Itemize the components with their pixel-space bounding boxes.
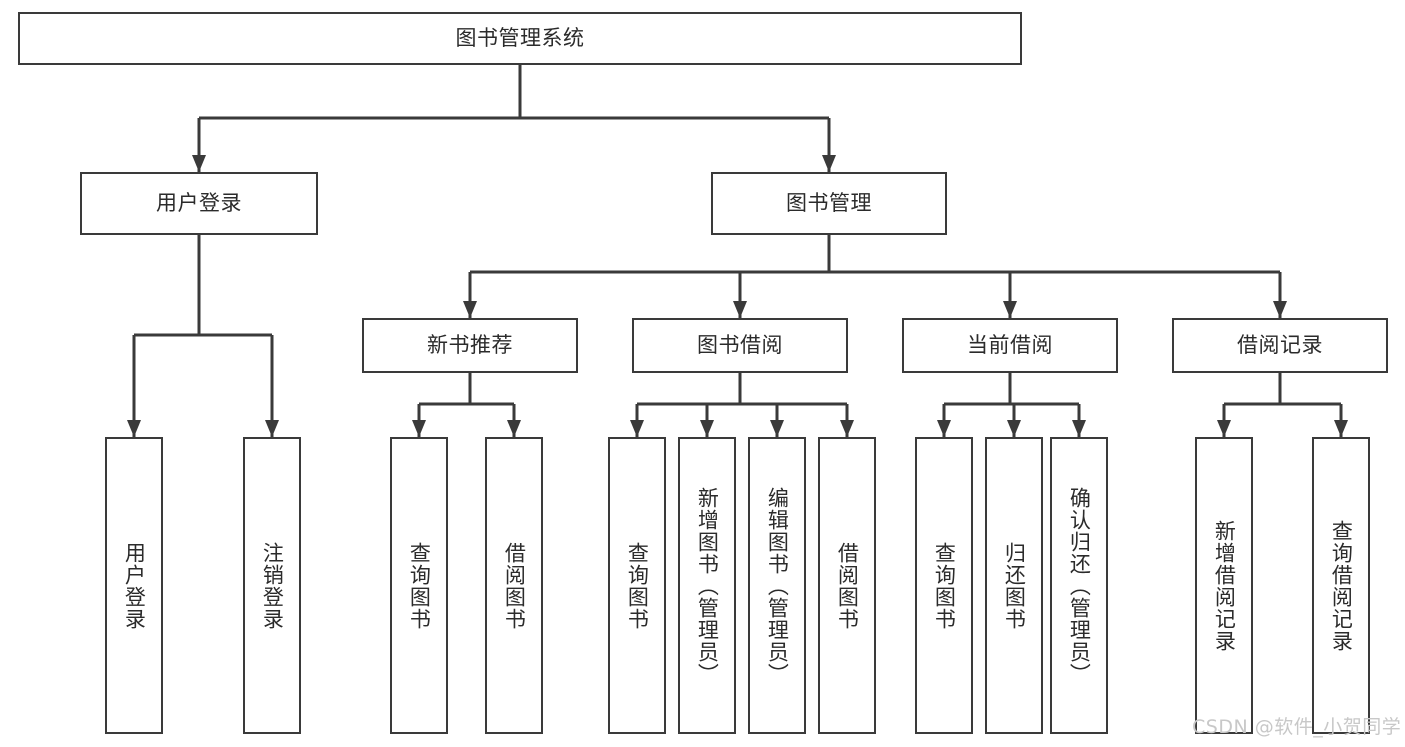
node-login[interactable]: 用户登录: [80, 172, 318, 235]
arrowhead: [937, 420, 951, 437]
arrowhead: [733, 301, 747, 318]
arrowhead: [412, 420, 426, 437]
node-b-query[interactable]: 查询图书: [608, 437, 666, 734]
node-n-query[interactable]: 查询图书: [390, 437, 448, 734]
node-r-query[interactable]: 查询借阅记录: [1312, 437, 1370, 734]
node-l-login[interactable]: 用户登录: [105, 437, 163, 734]
node-b-edit[interactable]: 编辑图书（管理员）: [748, 437, 806, 734]
arrowhead: [630, 420, 644, 437]
node-borrow[interactable]: 图书借阅: [632, 318, 848, 373]
node-l-logout[interactable]: 注销登录: [243, 437, 301, 734]
node-c-query[interactable]: 查询图书: [915, 437, 973, 734]
arrowhead: [1072, 420, 1086, 437]
node-newbook[interactable]: 新书推荐: [362, 318, 578, 373]
watermark: CSDN @软件_小贺同学: [1192, 716, 1402, 738]
arrowhead: [770, 420, 784, 437]
arrowhead: [127, 420, 141, 437]
arrowhead: [463, 301, 477, 318]
node-current[interactable]: 当前借阅: [902, 318, 1118, 373]
arrowhead: [1217, 420, 1231, 437]
arrowhead: [1003, 301, 1017, 318]
node-root[interactable]: 图书管理系统: [18, 12, 1022, 65]
arrowhead: [840, 420, 854, 437]
node-bookmgr[interactable]: 图书管理: [711, 172, 947, 235]
node-b-lend[interactable]: 借阅图书: [818, 437, 876, 734]
node-records[interactable]: 借阅记录: [1172, 318, 1388, 373]
arrowhead: [265, 420, 279, 437]
arrowhead: [822, 155, 836, 172]
arrowhead: [700, 420, 714, 437]
node-c-return[interactable]: 归还图书: [985, 437, 1043, 734]
node-n-borrow[interactable]: 借阅图书: [485, 437, 543, 734]
arrowhead: [507, 420, 521, 437]
arrowhead: [1334, 420, 1348, 437]
arrowhead: [1273, 301, 1287, 318]
node-c-confirm[interactable]: 确认归还（管理员）: [1050, 437, 1108, 734]
node-b-add[interactable]: 新增图书（管理员）: [678, 437, 736, 734]
arrowhead: [1007, 420, 1021, 437]
arrowhead: [192, 155, 206, 172]
node-r-add[interactable]: 新增借阅记录: [1195, 437, 1253, 734]
